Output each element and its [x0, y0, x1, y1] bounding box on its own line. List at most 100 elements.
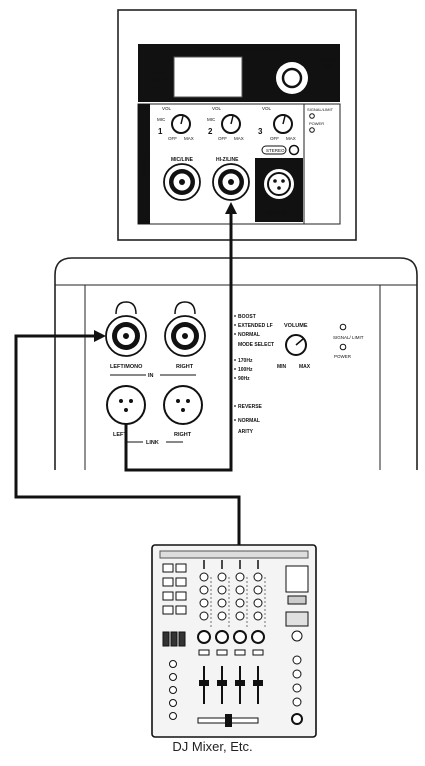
link-right-label: RIGHT — [174, 432, 192, 438]
power-led — [339, 343, 347, 351]
channel-eq-knob[interactable] — [199, 598, 209, 608]
volume-min-label: MIN — [277, 364, 287, 370]
channel-cue-button[interactable] — [252, 649, 264, 656]
channel-trim-knob[interactable] — [233, 630, 247, 644]
mixer-left-pad[interactable] — [178, 631, 186, 647]
mixer-left-button[interactable] — [162, 563, 174, 573]
master-section-knob[interactable] — [292, 669, 302, 679]
effects-display — [285, 565, 309, 593]
link-right-xlr-jack[interactable] — [163, 385, 203, 425]
ch3-knob-pointer — [282, 115, 286, 125]
hz100-label: 100Hz — [238, 367, 253, 373]
channel-cue-button[interactable] — [216, 649, 228, 656]
input-side-strip — [138, 104, 150, 224]
mixer-left-knob[interactable] — [169, 660, 177, 668]
stereo-jack[interactable] — [288, 144, 300, 156]
mixer-left-button[interactable] — [175, 591, 187, 601]
hz90-dot — [234, 377, 236, 379]
channel-fader-cap[interactable] — [253, 680, 263, 686]
ch1-knob-pointer — [180, 115, 184, 125]
channel-eq-knob[interactable] — [217, 598, 227, 608]
mic-line-combo-jack[interactable] — [163, 163, 201, 201]
channel-eq-knob[interactable] — [253, 585, 263, 595]
effects-panel — [285, 611, 309, 627]
mixer-left-button[interactable] — [162, 605, 174, 615]
channel-eq-knob[interactable] — [253, 598, 263, 608]
channel-fader-cap[interactable] — [217, 680, 227, 686]
power-label: POWER — [334, 354, 352, 359]
mixer-left-pad[interactable] — [170, 631, 178, 647]
mixer-left-button[interactable] — [162, 577, 174, 587]
top-signal-led — [309, 113, 315, 119]
in-right-combo-jack[interactable] — [164, 301, 206, 357]
effects-selector[interactable] — [287, 595, 307, 605]
mixer-controls — [162, 560, 309, 725]
master-vol-knob[interactable] — [281, 67, 303, 89]
ch2-knob-pointer — [230, 115, 234, 125]
ch1-off-label: OFF — [168, 136, 177, 141]
channel-trim-knob[interactable] — [215, 630, 229, 644]
channel-cue-button[interactable] — [198, 649, 210, 656]
volume-knob-pointer — [295, 338, 304, 346]
master-section-knob[interactable] — [292, 655, 302, 665]
channel-eq-knob[interactable] — [235, 572, 245, 582]
channel-eq-knob[interactable] — [217, 572, 227, 582]
channel-1: VOL MIC 1 OFF MAX — [157, 106, 194, 141]
channel-eq-knob[interactable] — [235, 598, 245, 608]
channel-fader-cap[interactable] — [199, 680, 209, 686]
channel-eq-knob[interactable] — [217, 585, 227, 595]
channel-eq-knob[interactable] — [235, 611, 245, 621]
ch2-max-label: MAX — [234, 136, 244, 141]
stereo-button[interactable] — [261, 145, 287, 155]
bottom-speaker: LEFT/MONO RIGHT IN LEFT RIGHT LINK BOOST… — [54, 257, 418, 470]
link-cable-arrowhead — [225, 202, 237, 214]
mixer-to-input-cable — [14, 334, 241, 545]
channel-eq-knob[interactable] — [199, 611, 209, 621]
mixer-left-knob[interactable] — [169, 673, 177, 681]
hiz-line-combo-jack[interactable] — [212, 163, 250, 201]
connection-cables — [14, 202, 241, 545]
dsp-header: DIGITAL SIGNAL PROCESSING — [198, 47, 280, 53]
bottom-speaker-body — [54, 257, 418, 470]
ch2-off-label: OFF — [218, 136, 227, 141]
mixer-left-pad[interactable] — [162, 631, 170, 647]
boost-label: BOOST — [238, 314, 256, 320]
mixer-left-knob[interactable] — [169, 712, 177, 720]
channel-fader-cap[interactable] — [235, 680, 245, 686]
crossfader-cap[interactable] — [225, 714, 232, 727]
channel-eq-knob[interactable] — [199, 572, 209, 582]
channel-eq-knob[interactable] — [253, 572, 263, 582]
channel-eq-knob[interactable] — [235, 585, 245, 595]
ch3-off-label: OFF — [270, 136, 279, 141]
mixer-left-button[interactable] — [175, 563, 187, 573]
ch3-number: 3 — [258, 127, 263, 136]
link-left-xlr-jack[interactable] — [106, 385, 146, 425]
channel-trim-knob[interactable] — [197, 630, 211, 644]
mixer-cable-arrowhead — [94, 330, 106, 342]
headphone-jack[interactable] — [291, 713, 303, 725]
ch3-vol-label: VOL — [262, 106, 272, 111]
dsp-label: DSP — [151, 70, 166, 77]
mixer-left-button[interactable] — [162, 591, 174, 601]
master-section-knob[interactable] — [292, 697, 302, 707]
channel-cue-button[interactable] — [234, 649, 246, 656]
channel-eq-knob[interactable] — [217, 611, 227, 621]
top-power-label: POWER — [309, 121, 324, 126]
in-left-mono-combo-jack[interactable] — [105, 301, 147, 357]
link-label: LINK — [146, 440, 159, 446]
channel-eq-knob[interactable] — [253, 611, 263, 621]
mixer-caption: DJ Mixer, Etc. — [172, 739, 253, 754]
mixer-left-button[interactable] — [175, 605, 187, 615]
master-section-knob[interactable] — [292, 683, 302, 693]
mixer-left-button[interactable] — [175, 577, 187, 587]
mixer-body — [151, 544, 317, 738]
ch2-mic-label: MIC — [207, 117, 216, 122]
channel-trim-knob[interactable] — [251, 630, 265, 644]
signal-limit-label: SIGNAL/ LIMIT — [333, 335, 364, 340]
channel-eq-knob[interactable] — [199, 585, 209, 595]
effects-knob[interactable] — [291, 630, 303, 642]
mixer-left-knob[interactable] — [169, 699, 177, 707]
mixer-left-knob[interactable] — [169, 686, 177, 694]
mix-out-xlr-jack[interactable] — [264, 169, 294, 199]
